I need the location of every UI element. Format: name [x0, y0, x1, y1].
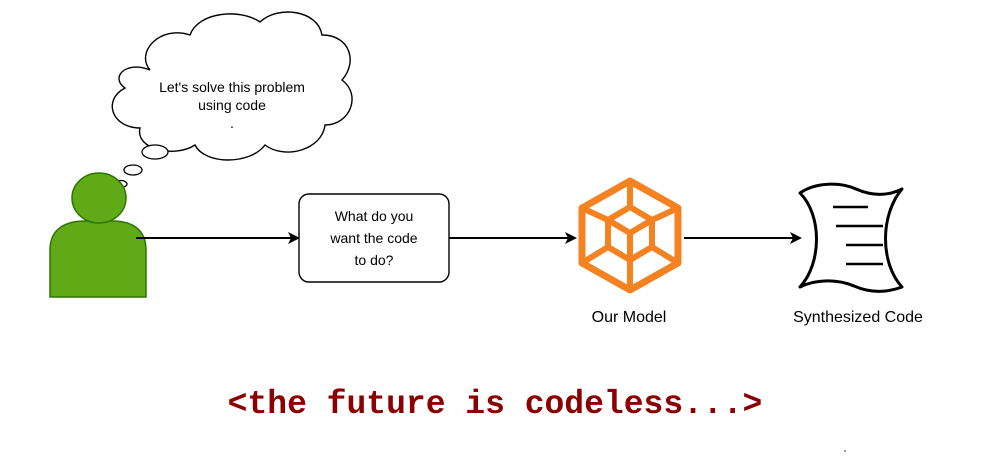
thought-line-1: Let's solve this problem	[159, 79, 305, 95]
tagline: <the future is codeless...>	[227, 386, 763, 423]
prompt-line-1: What do you	[335, 208, 414, 224]
output-label: Synthesized Code	[793, 309, 923, 326]
stray-dot	[844, 450, 846, 452]
thought-cloud: Let's solve this problem using code .	[111, 11, 353, 189]
thought-line-3: .	[230, 115, 234, 131]
prompt-line-2: want the code	[329, 230, 417, 246]
scroll-icon	[798, 182, 904, 293]
user-icon	[49, 172, 147, 298]
thought-line-2: using code	[198, 97, 266, 113]
prompt-box: What do you want the code to do?	[298, 193, 450, 283]
thought-bubble-large	[141, 144, 169, 160]
thought-bubble-medium	[123, 164, 143, 176]
cube-icon	[578, 177, 682, 294]
model-label: Our Model	[592, 309, 667, 326]
prompt-line-3: to do?	[355, 252, 394, 268]
